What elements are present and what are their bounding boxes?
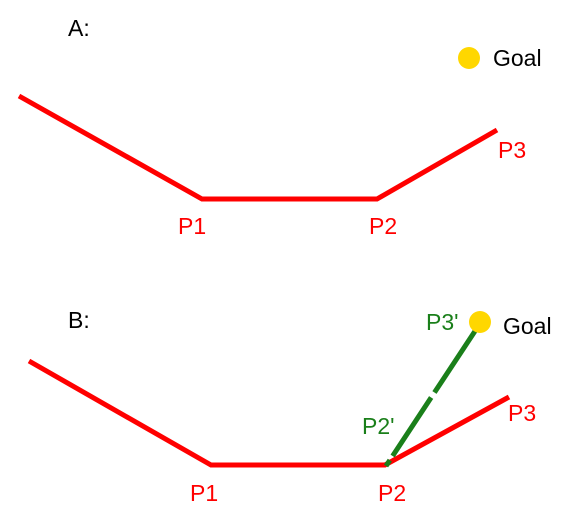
panel-b-arm <box>27 358 511 468</box>
panel-a-p1-label: P1 <box>178 213 206 239</box>
panel-b: B: Goal P3' P2' P1 P2 P3 <box>27 307 552 506</box>
panel-b-target-segment <box>383 320 484 468</box>
panel-b-p1-label: P1 <box>190 480 218 506</box>
panel-a-arm <box>17 93 499 202</box>
panel-a-goal-label: Goal <box>493 45 542 71</box>
panel-b-p2-prime-label: P2' <box>362 413 395 439</box>
panel-b-goal-marker <box>469 311 491 333</box>
panel-a-goal-marker <box>458 47 480 69</box>
panel-a-label: A: <box>68 15 90 41</box>
panel-a-p2-label: P2 <box>369 213 397 239</box>
panel-b-p3-prime-label: P3' <box>426 309 459 335</box>
panel-b-label: B: <box>68 307 90 333</box>
panel-b-p3-label: P3 <box>508 400 536 426</box>
panel-b-goal-label: Goal <box>503 313 552 339</box>
panel-a-p3-label: P3 <box>498 137 526 163</box>
panel-b-p2-label: P2 <box>378 480 406 506</box>
panel-a: A: Goal P1 P2 P3 <box>17 15 542 239</box>
